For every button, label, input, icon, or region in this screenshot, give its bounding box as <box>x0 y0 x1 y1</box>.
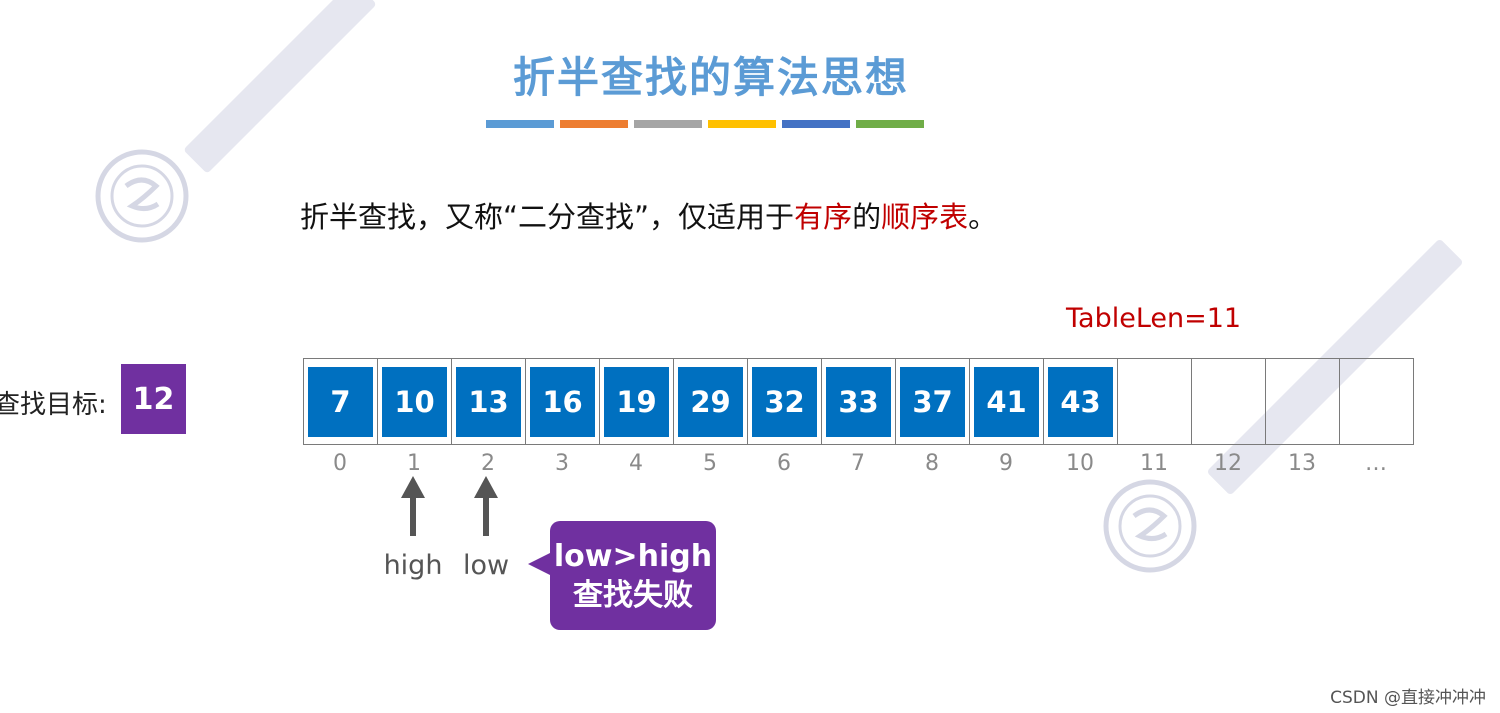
array-value: 37 <box>900 366 965 437</box>
pointer-low: low <box>449 476 523 581</box>
array-value: 33 <box>826 366 891 437</box>
array-cell <box>1117 358 1192 445</box>
array-value: 32 <box>752 366 817 437</box>
callout-line: 查找失败 <box>573 577 693 613</box>
array-value: 7 <box>308 366 373 437</box>
page-title: 折半查找的算法思想 <box>512 53 909 102</box>
array-index: 7 <box>851 451 865 476</box>
array-cell <box>1191 358 1266 445</box>
array-cell: 41 <box>969 358 1044 445</box>
array-index: 13 <box>1288 451 1316 476</box>
array-index: 11 <box>1140 451 1168 476</box>
intro-part: 的 <box>852 200 882 234</box>
array-index: 9 <box>999 451 1013 476</box>
color-swatch <box>708 120 776 128</box>
array-index: 12 <box>1214 451 1242 476</box>
array-cell: 13 <box>451 358 526 445</box>
array-cell: 33 <box>821 358 896 445</box>
intro-text: 折半查找，又称“二分查找”，仅适用于有序的顺序表。 <box>300 194 997 236</box>
array-cell: 19 <box>599 358 674 445</box>
array-index: … <box>1365 451 1387 476</box>
array-value: 16 <box>530 366 595 437</box>
array-index: 8 <box>925 451 939 476</box>
target-value-box: 12 <box>121 364 186 434</box>
array-index: 6 <box>777 451 791 476</box>
array-cell: 16 <box>525 358 600 445</box>
color-swatch <box>856 120 924 128</box>
array-cell: 32 <box>747 358 822 445</box>
pointer-high: high <box>376 476 450 581</box>
array-value: 29 <box>678 366 743 437</box>
array-index: 10 <box>1066 451 1094 476</box>
watermark-seal-icon <box>95 149 189 243</box>
color-swatch <box>782 120 850 128</box>
array-index: 2 <box>481 451 495 476</box>
intro-part: 折半查找，又称“二分查找”，仅适用于 <box>300 200 795 234</box>
color-swatch <box>634 120 702 128</box>
array-index: 0 <box>333 451 347 476</box>
array-value: 41 <box>974 366 1039 437</box>
array-cell: 43 <box>1043 358 1118 445</box>
callout-tail-icon <box>528 552 552 576</box>
array-cell: 7 <box>303 358 378 445</box>
table-length-label: TableLen=11 <box>1066 303 1242 334</box>
color-swatch <box>560 120 628 128</box>
array-index: 5 <box>703 451 717 476</box>
callout-line: low>high <box>553 538 713 574</box>
intro-highlight-sequential-list: 顺序表 <box>881 200 969 234</box>
intro-highlight-ordered: 有序 <box>794 200 853 234</box>
pointer-label: low <box>462 550 510 581</box>
watermark-seal-icon <box>1103 479 1197 573</box>
array-value: 43 <box>1048 366 1113 437</box>
intro-part: 。 <box>968 200 998 234</box>
color-swatch <box>486 120 554 128</box>
array-value: 13 <box>456 366 521 437</box>
title-color-bar <box>486 120 924 128</box>
footer-credit: CSDN @直接冲冲冲 <box>1330 688 1486 708</box>
pointer-label: high <box>383 550 443 581</box>
array-value: 10 <box>382 366 447 437</box>
array-cell: 10 <box>377 358 452 445</box>
array-index: 4 <box>629 451 643 476</box>
array-index: 3 <box>555 451 569 476</box>
up-arrow-icon <box>401 476 425 536</box>
array-index: 1 <box>407 451 421 476</box>
array-cell: 37 <box>895 358 970 445</box>
array-cell <box>1339 358 1414 445</box>
search-fail-callout: low>high 查找失败 <box>550 521 716 630</box>
target-label: 查找目标: <box>0 390 107 420</box>
array-cell <box>1265 358 1340 445</box>
array-cell: 29 <box>673 358 748 445</box>
array-value: 19 <box>604 366 669 437</box>
up-arrow-icon <box>474 476 498 536</box>
